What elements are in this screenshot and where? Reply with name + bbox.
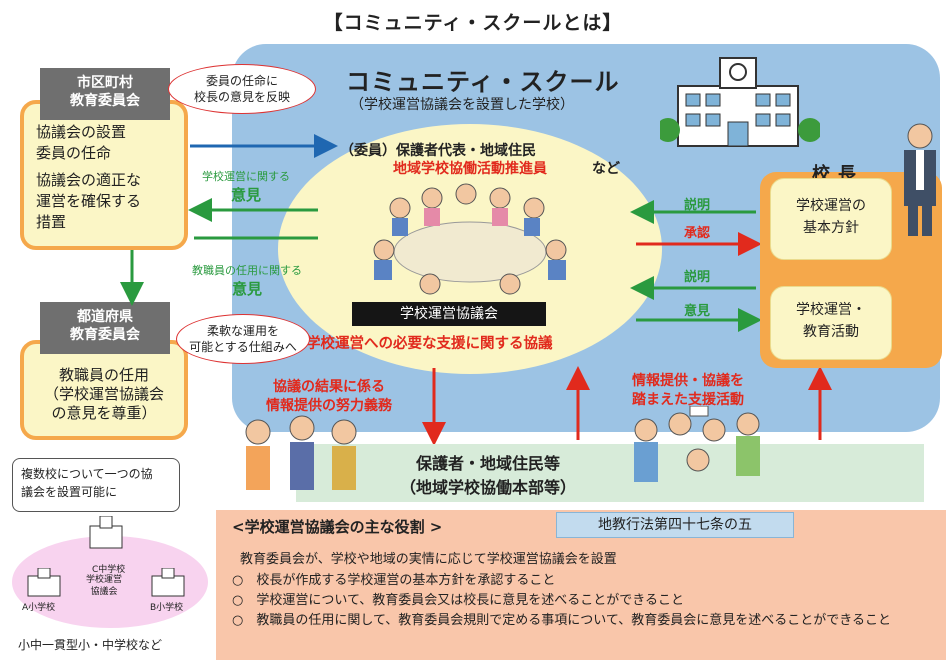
roles-item: ○ 校長が作成する学校運営の基本方針を承認すること <box>232 573 556 588</box>
pref-line: 教職員の任用 <box>58 366 149 384</box>
roles-intro: 教育委員会が、学校や地域の実情に応じて学校運営協議会を設置 <box>240 552 617 567</box>
meeting-illustration <box>373 183 567 295</box>
pref-line: （学校運営協議会 <box>43 385 164 403</box>
b-school-label: B小学校 <box>150 603 184 613</box>
activity-line: 学校運営・ <box>796 302 866 318</box>
board-line: 運営を確保する <box>36 192 142 210</box>
members-etc: など <box>592 161 620 177</box>
roles-item: ○ 学校運営について、教育委員会又は校長に意見を述べることができること <box>232 593 685 608</box>
board-head-line1: 市区町村 <box>77 75 133 91</box>
guardians-line: 保護者・地域住民等 <box>415 454 560 473</box>
bubble-line: 校長の意見を反映 <box>193 90 290 104</box>
page-title: 【コミュニティ・スクールとは】 <box>323 12 623 34</box>
pref-line: の意見を尊重） <box>51 404 157 422</box>
a-school-icon <box>27 568 61 597</box>
guardians-line: （地域学校協働本部等） <box>399 478 576 497</box>
support-label: 学校運営への必要な支援に関する協議 <box>306 336 553 352</box>
policy-line: 学校運営の <box>796 198 866 214</box>
bubble-line: 可能とする仕組みへ <box>189 340 297 354</box>
board-line: 委員の任命 <box>36 144 112 162</box>
center-line: 学校運営 <box>86 575 123 585</box>
info-support-line: 情報提供・協議を <box>632 373 744 389</box>
info-support-line: 踏まえた支援活動 <box>632 392 744 408</box>
board-line: 措置 <box>36 213 67 231</box>
info-duty-line: 協議の結果に係る <box>273 379 385 395</box>
opinion-small: 教職員の任用に関する <box>192 264 302 277</box>
prefectural-board-text: 教職員の任用 （学校運営協議会 の意見を尊重） <box>24 366 184 423</box>
school-activity-box: 学校運営・ 教育活動 <box>770 286 892 360</box>
support-activity-label: 情報提供・協議を 踏まえた支援活動 <box>632 372 744 410</box>
board-line: 協議会の設置 <box>36 123 127 141</box>
staff-opinion-label: 教職員の任用に関する 意見 <box>180 262 314 299</box>
center-line: 協議会 <box>90 587 118 597</box>
opinion-small: 学校運営に関する <box>202 170 290 183</box>
policy-line: 基本方針 <box>803 220 859 236</box>
c-school-label: C中学校 <box>92 565 126 575</box>
b-school-icon <box>151 568 185 597</box>
flexible-note-bubble: 柔軟な運用を 可能とする仕組みへ <box>176 314 310 364</box>
pref-head-line1: 都道府県 <box>77 309 133 325</box>
explain-label-1: 説明 <box>684 198 711 213</box>
multi-bubble-line: 議会を設置可能に <box>21 485 118 499</box>
board-line: 協議会の適正な <box>36 171 142 189</box>
a-school-label: A小学校 <box>22 603 56 613</box>
community-people-icon <box>634 406 760 482</box>
municipal-board-text: 協議会の設置 委員の任命 協議会の適正な 運営を確保する 措置 <box>36 122 141 233</box>
cs-subtitle: （学校運営協議会を設置した学校） <box>350 97 574 113</box>
members-line1: （委員）保護者代表・地域住民 <box>340 143 536 159</box>
members-line2: 地域学校協働活動推進員 <box>393 161 547 177</box>
opinion-big: 意見 <box>230 186 261 204</box>
activity-line: 教育活動 <box>803 324 859 340</box>
school-policy-box: 学校運営の 基本方針 <box>770 178 892 260</box>
guardians-bar <box>296 444 924 502</box>
municipal-board-head: 市区町村 教育委員会 <box>40 68 170 120</box>
multi-council-label: 学校運営 協議会 <box>86 574 122 598</box>
multi-footer: 小中一貫型小・中学校など <box>18 638 163 652</box>
roles-item: ○ 教職員の任用に関して、教育委員会規則で定める事項について、教育委員会に意見を… <box>232 613 892 628</box>
law-reference: 地教行法第四十七条の五 <box>556 512 794 538</box>
c-school-icon <box>89 516 123 549</box>
opinion-label: 意見 <box>684 304 711 319</box>
approve-label: 承認 <box>684 226 711 241</box>
council-label: 学校運営協議会 <box>352 302 546 326</box>
cs-title: コミュニティ・スクール <box>346 68 620 96</box>
opinion-big: 意見 <box>231 280 262 298</box>
info-duty-line: 情報提供の努力義務 <box>266 398 392 414</box>
explain-label-2: 説明 <box>684 270 711 285</box>
pref-head-line2: 教育委員会 <box>70 327 140 343</box>
prefectural-board-box <box>20 340 188 440</box>
board-head-line2: 教育委員会 <box>70 93 140 109</box>
school-opinion-label: 学校運営に関する 意見 <box>186 168 306 205</box>
school-building-icon <box>660 57 820 147</box>
multi-school-bubble: 複数校について一つの協 議会を設置可能に <box>12 458 180 512</box>
guardians-text: 保護者・地域住民等 （地域学校協働本部等） <box>388 452 588 500</box>
bubble-line: 委員の任命に <box>205 74 278 88</box>
bubble-line: 柔軟な運用を <box>206 324 279 338</box>
principal-figure-icon <box>904 123 936 236</box>
prefectural-board-head: 都道府県 教育委員会 <box>40 302 170 354</box>
info-duty-label: 協議の結果に係る 情報提供の努力義務 <box>266 378 392 416</box>
roles-title: <学校運営協議会の主な役割 > <box>232 518 443 536</box>
appointment-note-bubble: 委員の任命に 校長の意見を反映 <box>168 64 316 114</box>
multi-bubble-line: 複数校について一つの協 <box>21 467 153 481</box>
guardians-people-icon <box>245 415 357 490</box>
